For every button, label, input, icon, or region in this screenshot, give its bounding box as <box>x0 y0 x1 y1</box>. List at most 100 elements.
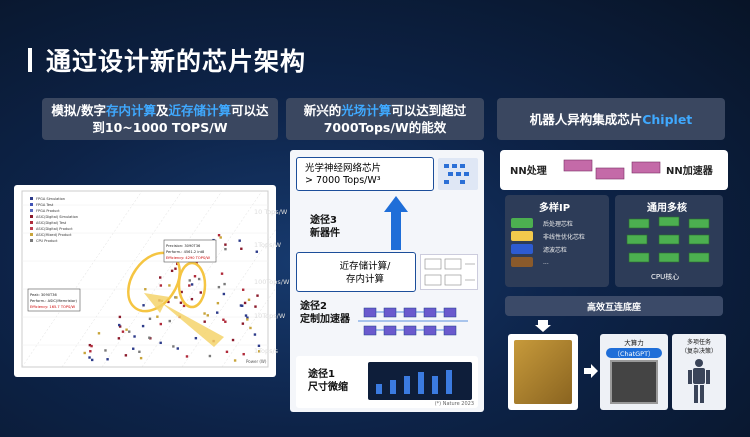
data-point <box>83 351 86 355</box>
data-point <box>182 304 186 308</box>
header-mid-text-1: 新兴的 <box>303 103 342 118</box>
data-point <box>170 269 174 273</box>
header-right: 机器人异构集成芯片Chiplet <box>497 98 725 140</box>
data-point <box>224 243 227 246</box>
data-point <box>246 318 249 321</box>
data-point <box>217 234 221 237</box>
ip-item-3-label: 滤波芯粒 <box>543 246 568 254</box>
data-point <box>195 261 198 264</box>
data-point <box>253 333 257 336</box>
data-point <box>203 320 206 323</box>
data-point <box>224 320 227 323</box>
legend-label: FPGA Test <box>36 203 54 207</box>
legend-label: ASIC(Mixed) Product <box>36 233 72 237</box>
data-point <box>254 305 257 308</box>
near-mem-line2: 存内计算 <box>345 274 384 285</box>
ip-item-4: ... <box>511 257 605 267</box>
data-point <box>133 335 136 338</box>
right-arrow-icon <box>584 364 598 378</box>
data-point <box>172 345 175 348</box>
header-left: 模拟/数字存内计算及近存储计算可以达 到10~1000 TOPS/W <box>42 98 278 140</box>
data-point <box>185 355 189 358</box>
path3-line1: 途径3 <box>310 215 337 226</box>
data-point <box>216 311 219 314</box>
near-memory-box: 近存储计算/ 存内计算 <box>296 252 416 292</box>
data-point <box>125 328 128 331</box>
up-arrow-icon <box>384 196 408 250</box>
brown-chip-icon <box>511 257 533 267</box>
legend-swatch <box>30 233 33 236</box>
path2-line2: 定制加速器 <box>300 314 350 325</box>
data-point <box>90 344 93 348</box>
data-point <box>89 350 92 353</box>
down-arrow-icon <box>535 320 551 332</box>
slide-title-text: 通过设计新的芯片架构 <box>46 47 307 76</box>
yellow-chip-icon <box>511 231 533 241</box>
legend-label: CPU Product <box>36 239 58 243</box>
data-point <box>240 247 243 250</box>
blue-chip-icon <box>511 244 533 254</box>
accelerator-array <box>358 304 476 340</box>
nn-row: NN处理 NN加速器 <box>500 150 728 190</box>
compute-sub: （ChatGPT） <box>606 348 662 358</box>
interconnect-bar: 高效互连底座 <box>505 296 723 316</box>
data-point <box>188 284 191 287</box>
chiplet-package-image <box>508 334 578 410</box>
data-point <box>244 314 248 317</box>
legend-swatch <box>30 203 33 206</box>
cpu-core-grid <box>626 216 710 263</box>
annotation-1b: Perform.: 4561.2 int8 <box>166 250 205 254</box>
iso-line <box>101 190 223 368</box>
y-tick-3: 10Tops/W <box>254 312 286 320</box>
near-mem-line1: 近存储计算/ <box>339 261 391 272</box>
path3-label: 途径3 新器件 <box>310 214 340 240</box>
slide-title: 通过设计新的芯片架构 <box>28 42 306 78</box>
data-point <box>243 301 247 305</box>
nn-acc-label: NN加速器 <box>666 166 713 177</box>
data-point <box>216 301 220 305</box>
legend-label: FPGA Product <box>36 209 60 213</box>
multi-ip-label: 多样IP <box>539 203 571 214</box>
path1-label: 途径1 尺寸微缩 <box>308 368 348 394</box>
data-point <box>224 247 227 251</box>
data-point <box>88 356 91 359</box>
header-right-hl: Chiplet <box>642 111 693 127</box>
data-point <box>188 279 191 282</box>
ip-item-2-label: 非线性优化芯粒 <box>543 233 586 241</box>
data-point <box>222 318 225 321</box>
path3-line2: 新器件 <box>310 228 340 239</box>
interconnect-label: 高效互连底座 <box>586 302 641 313</box>
data-point <box>117 337 121 340</box>
data-point <box>148 336 151 339</box>
iso-line <box>141 190 263 368</box>
data-point <box>179 301 183 304</box>
server-image <box>610 360 658 404</box>
data-point <box>220 272 224 275</box>
y-tick-0: 10 Tops/W <box>254 208 288 216</box>
data-point <box>175 296 178 299</box>
legend-swatch <box>30 227 33 230</box>
chiplet-die <box>514 340 572 404</box>
data-point <box>124 354 128 357</box>
data-point <box>257 344 261 348</box>
multitask-card: 多项任务 （复杂决策） <box>672 334 726 410</box>
data-point <box>97 332 101 335</box>
data-point <box>168 319 171 323</box>
data-point <box>148 317 152 320</box>
annotation-1c: Efficiency: 4290 TOPS/W <box>166 256 210 260</box>
data-point <box>156 315 159 318</box>
data-point <box>141 324 145 328</box>
data-point <box>138 350 141 353</box>
data-point <box>90 358 94 362</box>
data-point <box>180 290 183 294</box>
data-point <box>222 292 226 296</box>
path2-label: 途径2 定制加速器 <box>300 300 350 326</box>
data-point <box>203 312 206 315</box>
cpu-core-label: CPU核心 <box>651 273 680 281</box>
data-point <box>241 322 245 325</box>
y-tick-1: 1Tops/W <box>254 241 282 249</box>
header-left-text-3: 可以达 <box>231 103 269 118</box>
ip-list: 后处理芯粒 非线性优化芯粒 滤波芯粒 ... <box>511 215 605 270</box>
compute-card: 大算力 （ChatGPT） <box>600 334 668 410</box>
